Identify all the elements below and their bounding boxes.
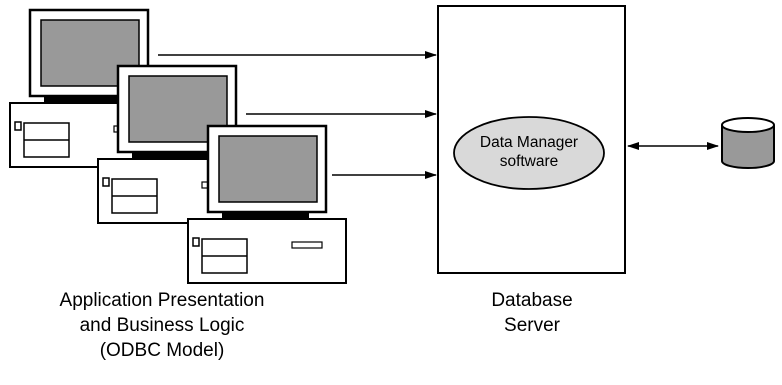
client-caption-line-2: and Business Logic bbox=[79, 315, 245, 336]
svg-text:Data Manager: Data Manager bbox=[480, 134, 578, 151]
data-manager-label-line-2: software bbox=[500, 153, 559, 170]
client-caption-line-1: Application Presentation bbox=[59, 290, 265, 311]
workstation-front bbox=[186, 124, 348, 285]
database-cylinder-icon bbox=[721, 117, 775, 169]
client-caption-line-3: (ODBC Model) bbox=[99, 340, 225, 361]
svg-text:software: software bbox=[500, 153, 559, 170]
desktop-computer-icon bbox=[186, 124, 348, 285]
data-manager-node: Data Manager software bbox=[453, 116, 605, 190]
server-caption-line-2: Server bbox=[504, 315, 560, 336]
data-manager-ellipse bbox=[453, 116, 605, 190]
client-tier-caption: Application Presentation and Business Lo… bbox=[0, 288, 324, 363]
data-manager-label-line-1: Data Manager bbox=[480, 134, 578, 151]
server-caption-line-1: Database bbox=[491, 290, 573, 311]
server-tier-caption: Database Server bbox=[438, 288, 626, 338]
